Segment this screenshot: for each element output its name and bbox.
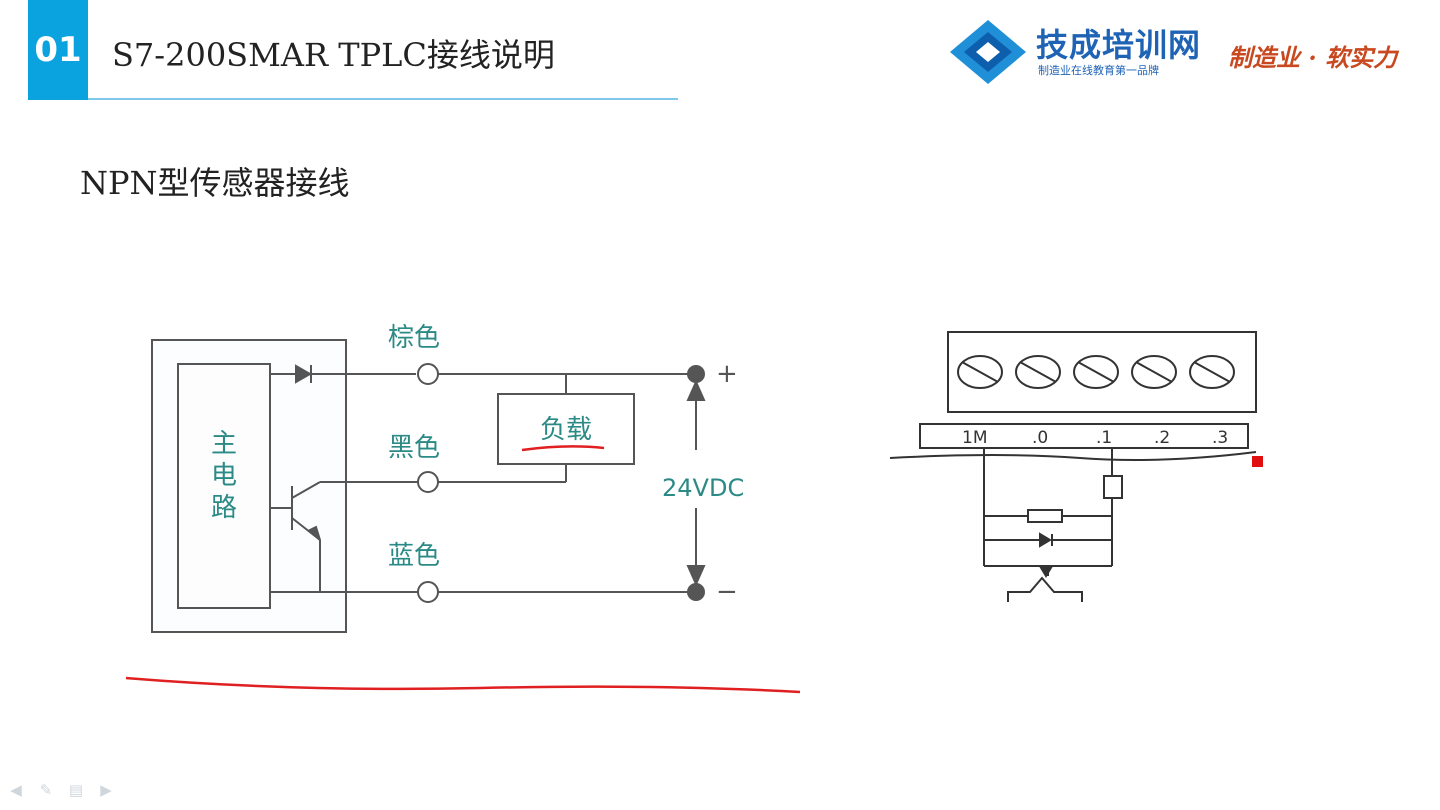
- input-resistor: [1103, 475, 1123, 499]
- minus-sign: −: [716, 577, 738, 607]
- terminal-label-1: .1: [1096, 428, 1112, 448]
- plc-terminal-labels: 1M .0 .1 .2 .3: [962, 428, 1228, 448]
- terminal-label-0: .0: [1032, 428, 1048, 448]
- brown-terminal: [417, 363, 439, 385]
- npn-sensor-diagram: [151, 339, 706, 633]
- slide-title: S7-200SMAR TPLC接线说明: [112, 36, 555, 74]
- main-circuit-label: 主 电 路: [211, 429, 237, 523]
- blue-terminal: [417, 581, 439, 603]
- main-circuit-char-3: 路: [211, 493, 237, 523]
- plc-terminal-block: [889, 331, 1257, 602]
- load-label: 负载: [540, 415, 592, 445]
- arrow-right-icon[interactable]: ▶: [100, 781, 112, 799]
- terminal-label-strip: [919, 423, 1249, 449]
- black-terminal: [417, 471, 439, 493]
- brand-logo: 技成培训网 制造业在线教育第一品牌 制造业 · 软实力: [946, 18, 1426, 88]
- plus-sign: +: [716, 359, 738, 389]
- pencil-icon[interactable]: ✎: [39, 781, 53, 799]
- brand-name: 技成培训网: [1036, 26, 1202, 64]
- optocoupler-icon: [1038, 565, 1054, 578]
- main-circuit-char-2: 电: [211, 461, 237, 491]
- wire-label-blue: 蓝色: [388, 541, 440, 571]
- section-subtitle: NPN型传感器接线: [80, 164, 350, 202]
- wire-label-black: 黑色: [388, 433, 440, 463]
- menu-icon[interactable]: ▤: [68, 781, 84, 799]
- terminal-label-3: .3: [1212, 428, 1228, 448]
- diode-icon: [295, 364, 313, 384]
- arrow-left-icon[interactable]: ◀: [10, 781, 22, 799]
- brand-tagline: 制造业在线教育第一品牌: [1038, 64, 1159, 77]
- terminal-label-1m: 1M: [962, 428, 987, 448]
- voltage-label: 24VDC: [662, 474, 744, 502]
- main-circuit-char-1: 主: [211, 429, 237, 459]
- brand-diamond-icon: [950, 20, 1026, 84]
- brand-slogan: 制造业 · 软实力: [1228, 43, 1398, 72]
- slide-number-badge: 01: [28, 0, 88, 100]
- load-underline-annotation: [521, 445, 605, 452]
- terminal-label-2: .2: [1154, 428, 1170, 448]
- led-diode-icon: [1039, 532, 1052, 548]
- red-underline-annotation: [125, 676, 801, 694]
- main-circuit-box: [177, 363, 271, 609]
- red-marker: [1252, 456, 1263, 467]
- slide-nav-controls: ◀ ✎ ▤ ▶: [6, 781, 116, 799]
- wire-label-brown: 棕色: [388, 323, 440, 353]
- title-underline: [88, 98, 678, 100]
- terminal-screws: [957, 355, 1235, 389]
